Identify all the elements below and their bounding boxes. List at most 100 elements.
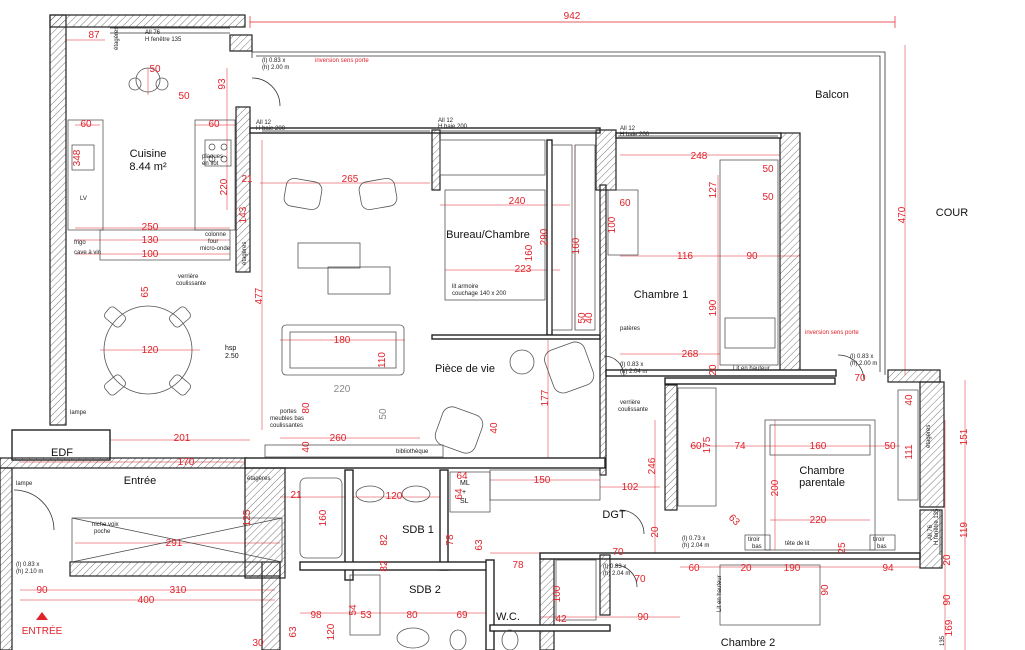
room-label-chambre1: Chambre 1 xyxy=(634,289,688,301)
note-door3a: (l) 0.83 x xyxy=(850,354,873,360)
note-all76: All 76 xyxy=(145,30,161,36)
room-label-cour: COUR xyxy=(936,207,968,219)
dim-190: 190 xyxy=(708,299,719,316)
dim-70: 70 xyxy=(612,547,624,558)
note-armoire2: couchage 140 x 200 xyxy=(452,291,507,297)
dim-70: 70 xyxy=(854,373,866,384)
dim-50: 50 xyxy=(149,64,161,75)
dim-40: 40 xyxy=(904,394,915,406)
dim-116: 116 xyxy=(677,251,693,262)
dim-268: 268 xyxy=(682,349,699,360)
note-niche: niche voix xyxy=(92,522,119,528)
dim-90: 90 xyxy=(746,251,758,262)
dim-100: 100 xyxy=(607,216,618,233)
note-hbaie200a: H baie 200 xyxy=(256,126,286,132)
dim-60: 60 xyxy=(690,441,702,452)
dim-120: 120 xyxy=(326,623,337,640)
dim-223: 223 xyxy=(515,264,532,275)
note-door6b: (h) 2.10 m xyxy=(16,569,43,575)
note-etageres2: étagères xyxy=(926,425,932,448)
note-verriere1: verrière xyxy=(178,274,199,280)
dim-50: 50 xyxy=(577,312,588,324)
room-label-wc: W.C. xyxy=(496,611,520,623)
dim-265: 265 xyxy=(342,174,359,185)
room-label-sdb2: SDB 2 xyxy=(409,584,441,596)
living-furniture xyxy=(264,177,595,458)
room-label-chambre-parentale-2: parentale xyxy=(799,477,845,489)
dim-220: 220 xyxy=(219,178,230,195)
dim-21: 21 xyxy=(241,174,253,185)
note-verriere2: verrière xyxy=(620,400,641,406)
dim-190: 190 xyxy=(784,563,801,574)
note-etageres4: étagères xyxy=(242,242,248,265)
dim-120: 120 xyxy=(386,491,403,502)
note-coulissantes: coulissantes xyxy=(270,423,303,429)
note-plus: + xyxy=(462,489,466,496)
dim-60: 60 xyxy=(80,119,92,130)
note-hfenetre: H fenêtre 135 xyxy=(145,37,182,43)
dim-90: 90 xyxy=(36,585,48,596)
room-label-piece-de-vie: Pièce de vie xyxy=(435,363,495,375)
dim-30: 30 xyxy=(252,638,264,649)
room-label-dgt: DGT xyxy=(602,509,626,521)
dim-21: 21 xyxy=(290,490,302,501)
kitchen-fittings xyxy=(67,67,236,261)
room-label-cuisine: Cuisine xyxy=(130,148,167,160)
dim-240: 240 xyxy=(509,196,526,207)
note-micro: micro-onde xyxy=(200,246,231,252)
dim-93: 93 xyxy=(217,78,228,90)
note-etageres3: étagères xyxy=(247,476,270,482)
dim-64: 64 xyxy=(456,471,468,482)
dimension-lines xyxy=(20,16,966,650)
dim-50: 50 xyxy=(762,164,774,175)
windows xyxy=(110,27,941,555)
dim-82: 82 xyxy=(379,534,390,546)
note-door6a: (l) 0.83 x xyxy=(16,562,39,568)
room-label-sdb1: SDB 1 xyxy=(402,524,434,536)
note-lampe2: lampe xyxy=(16,481,33,487)
note-ml: ML xyxy=(460,480,470,487)
dim-125: 125 xyxy=(242,509,253,526)
dim-246: 246 xyxy=(647,457,658,474)
dim-53: 53 xyxy=(360,610,372,621)
chambre1-furniture xyxy=(607,159,779,366)
dim-220-grey: 220 xyxy=(334,384,351,395)
note-inversion1: inversion sens porte xyxy=(315,58,369,64)
dim-60: 60 xyxy=(208,119,220,130)
dim-64: 64 xyxy=(454,488,465,500)
dim-201: 201 xyxy=(174,433,191,444)
dim-160: 160 xyxy=(810,441,827,452)
dim-65: 65 xyxy=(140,286,151,298)
dim-70: 70 xyxy=(634,574,646,585)
dim-127: 127 xyxy=(708,181,719,198)
note-poche: poche xyxy=(94,529,111,535)
dim-69: 69 xyxy=(456,610,468,621)
dim-143: 143 xyxy=(238,206,249,223)
note-door5b: (h) 2.04 m xyxy=(603,571,630,577)
dim-248: 248 xyxy=(691,151,708,162)
bureau-furniture xyxy=(439,139,596,331)
note-armoire1: lit armoire xyxy=(452,284,479,290)
dim-25: 25 xyxy=(837,542,848,554)
dim-74: 74 xyxy=(734,441,746,452)
dim-50: 50 xyxy=(762,192,774,203)
dim-170: 170 xyxy=(178,457,195,468)
dim-80: 80 xyxy=(301,402,312,414)
dim-160: 160 xyxy=(571,237,582,254)
dim-50-grey: 50 xyxy=(378,408,389,420)
dim-98: 98 xyxy=(310,610,322,621)
dim-180: 180 xyxy=(334,335,351,346)
dim-50: 50 xyxy=(178,91,190,102)
note-patere: patères xyxy=(620,326,640,332)
room-label-entree: Entrée xyxy=(124,475,156,487)
note-sl: SL xyxy=(460,498,469,505)
dim-63: 63 xyxy=(288,626,299,638)
dim-80: 80 xyxy=(406,610,418,621)
note-frigo: frigo xyxy=(74,240,86,246)
dim-90: 90 xyxy=(820,584,831,596)
dim-20: 20 xyxy=(942,554,953,566)
dim-20: 20 xyxy=(708,364,719,376)
dim-87: 87 xyxy=(88,30,100,41)
room-label-entree-main: ENTRÉE xyxy=(22,624,63,637)
dim-94: 94 xyxy=(882,563,894,574)
